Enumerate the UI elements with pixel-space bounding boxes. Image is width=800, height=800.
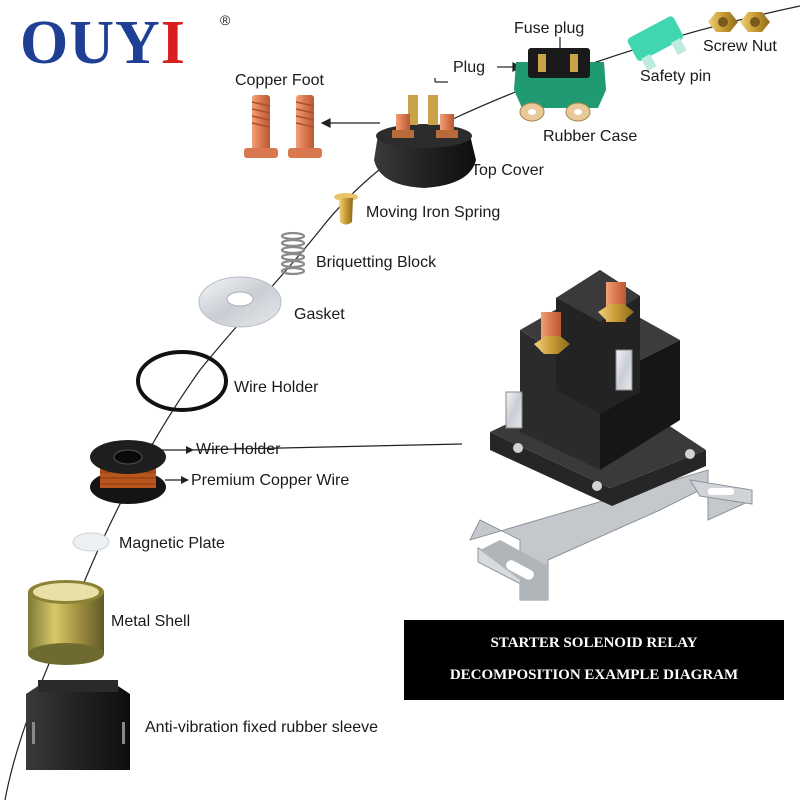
logo-letter-y: Y [115,9,161,77]
label-gasket: Gasket [294,306,345,323]
rubber-case-image [514,48,606,122]
banner-line-2: DECOMPOSITION EXAMPLE DIAGRAM [449,667,739,683]
metal-shell-image [28,580,104,665]
label-top-cover: Top Cover [471,162,544,179]
banner-line-1: STARTER SOLENOID RELAY [490,635,698,651]
label-screw-nut: Screw Nut [703,38,777,55]
label-wire-holder-ring: Wire Holder [234,379,319,396]
gasket-image [198,276,282,328]
brand-logo: OUYI [20,12,186,74]
rubber-sleeve-image [26,680,130,770]
safety-pin-image [627,16,687,72]
logo-letter-u: U [69,9,116,77]
label-briquetting-block: Briquetting Block [316,254,437,271]
label-metal-shell: Metal Shell [111,613,191,630]
logo-letter-i: I [160,9,186,77]
screw-nut-image [708,12,770,32]
label-copper-foot: Copper Foot [235,72,324,89]
label-magnetic-plate: Magnetic Plate [119,535,225,552]
assembled-relay-image [469,270,753,601]
registered-mark: ® [220,12,231,28]
label-wire-holder-bobbin: Wire Holder [196,441,281,458]
label-safety-pin: Safety pin [640,68,712,85]
label-plug: Plug [453,59,486,76]
bobbin-image [90,440,166,504]
briquetting-block-image [280,231,306,276]
label-rubber-case: Rubber Case [543,128,638,145]
moving-iron-spring-image [334,193,358,225]
label-rubber-sleeve: Anti-vibration fixed rubber sleeve [145,719,379,736]
magnetic-plate-image [72,532,110,552]
title-banner: STARTER SOLENOID RELAY DECOMPOSITION EXA… [404,620,784,700]
top-cover-image [374,95,476,188]
copper-foot-image [244,95,322,158]
logo-letter-o: O [20,9,70,77]
label-premium-copper-wire: Premium Copper Wire [191,472,350,489]
label-fuse-plug: Fuse plug [514,20,585,37]
label-moving-iron-spring: Moving Iron Spring [366,204,501,221]
wire-holder-ring-image [136,350,228,412]
